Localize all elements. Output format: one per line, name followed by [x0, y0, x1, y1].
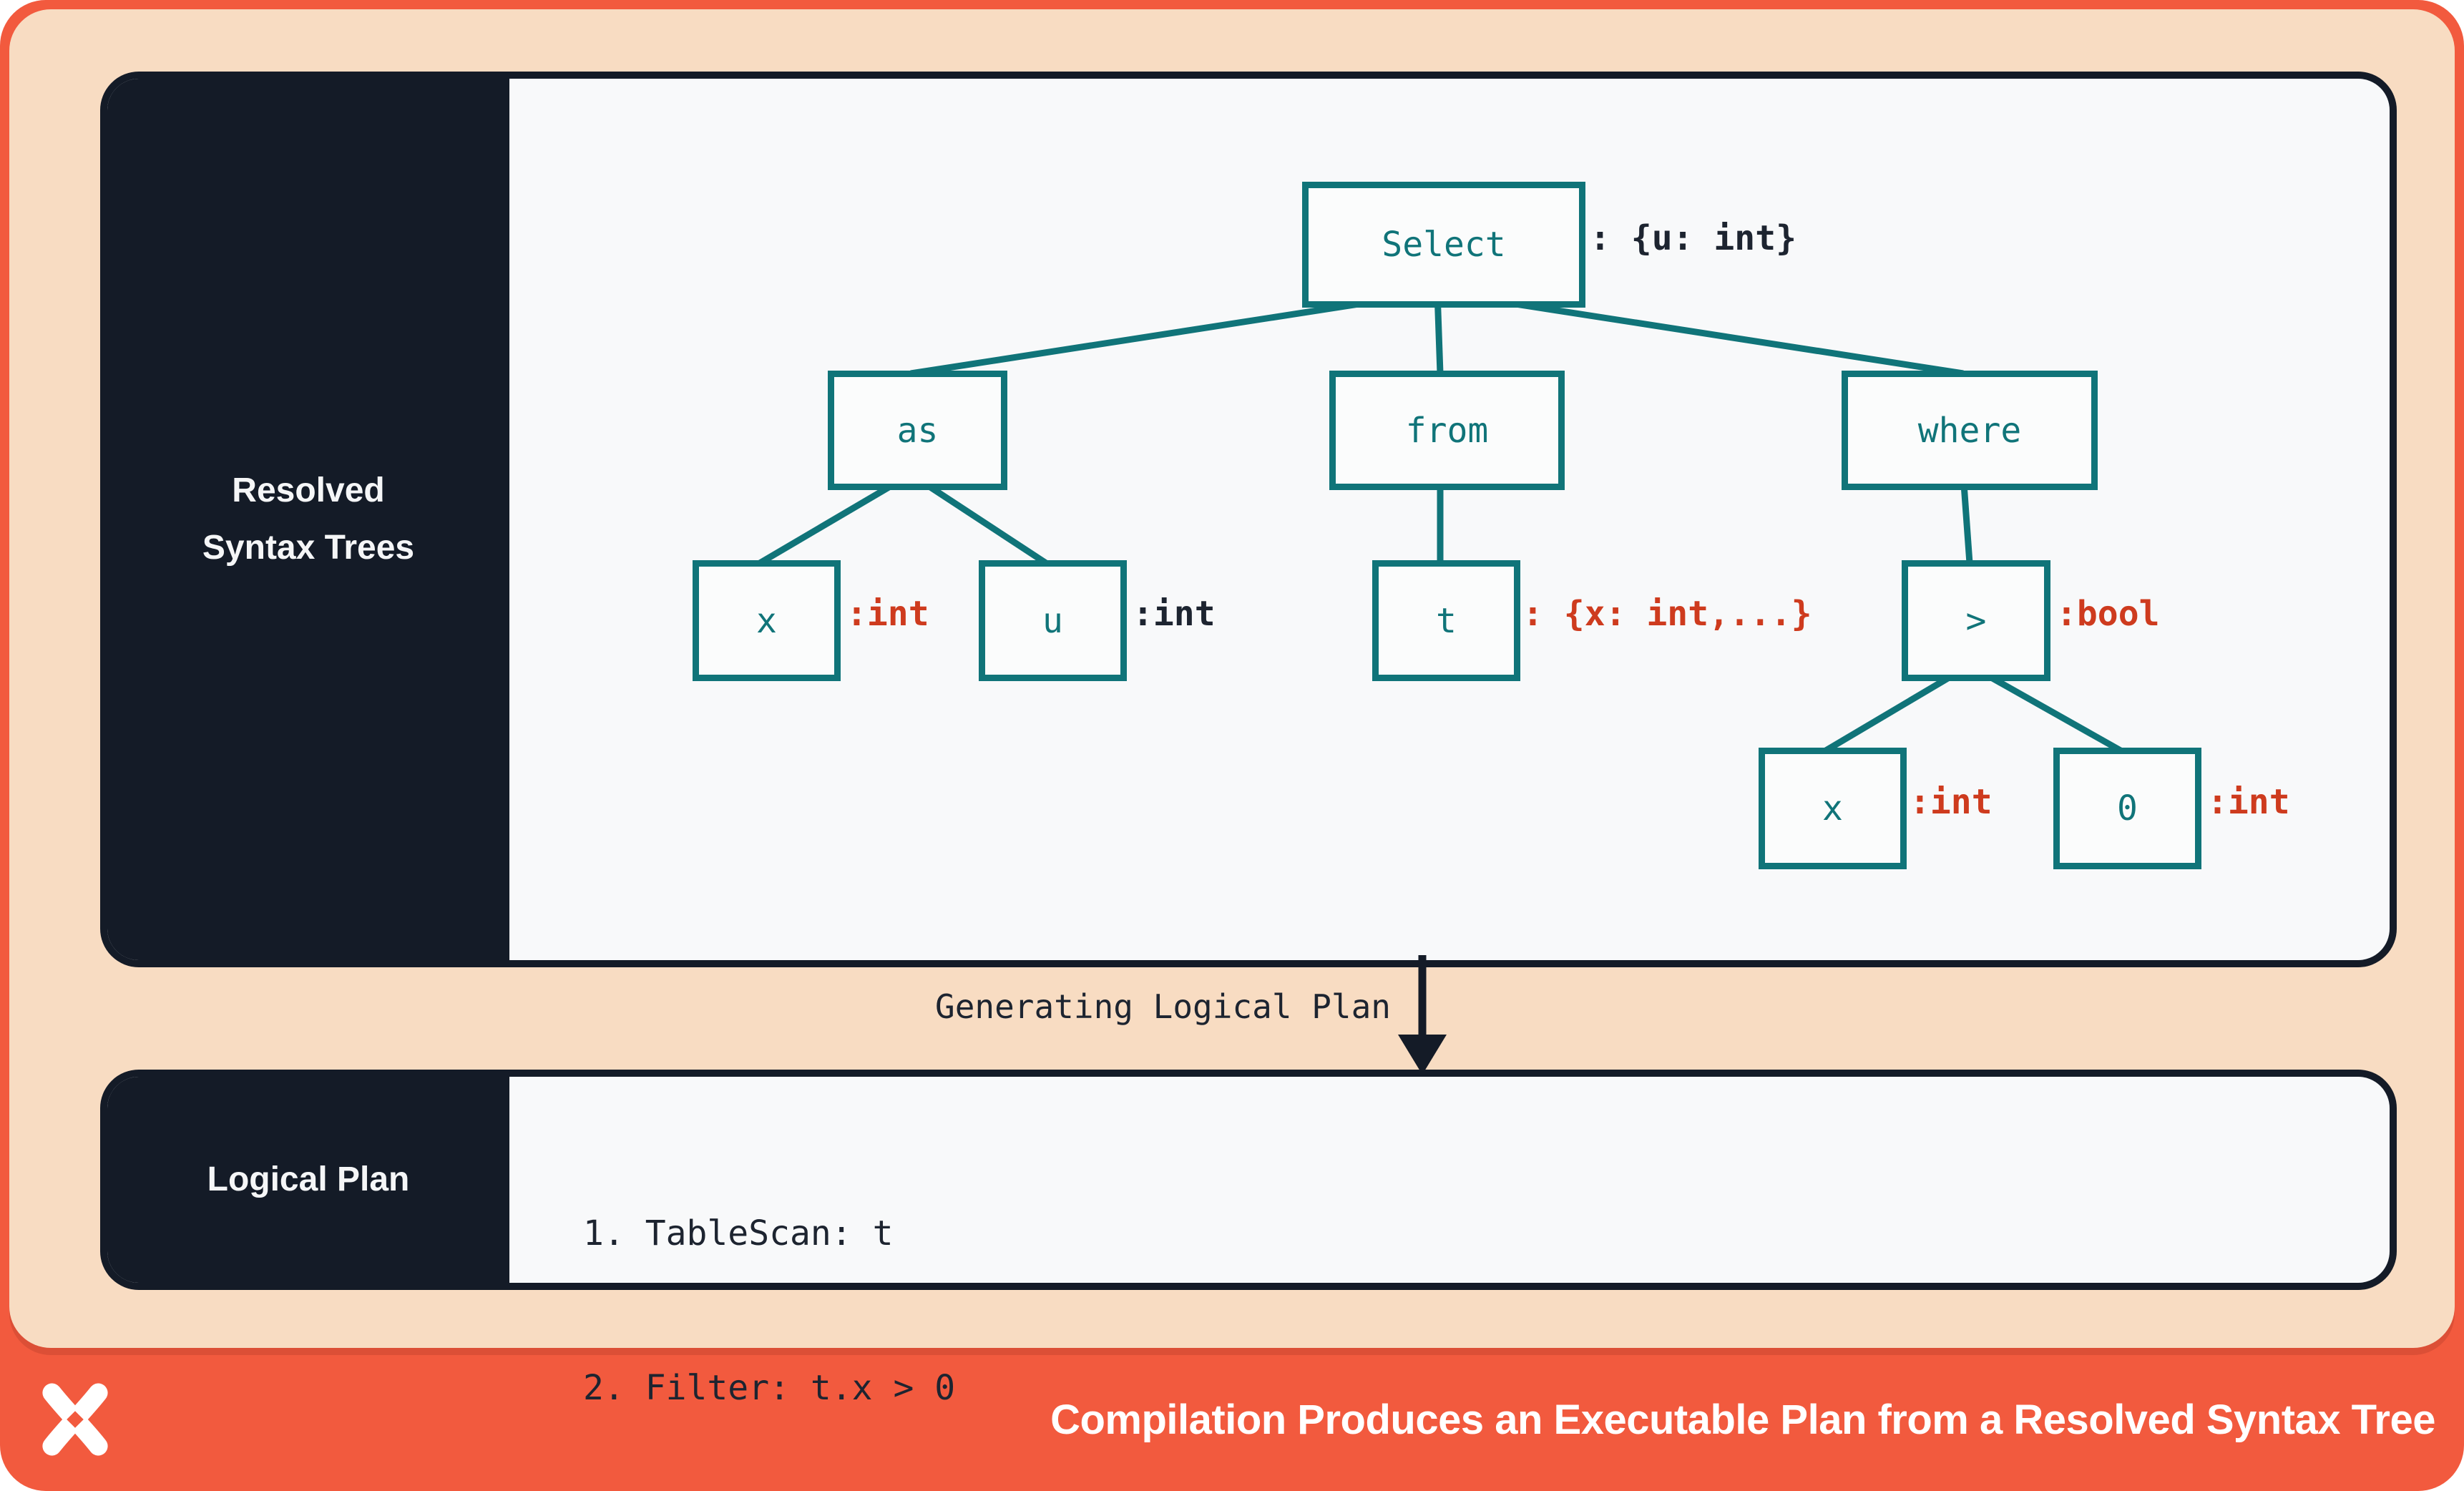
logical-plan-step: 2. Filter: t.x > 0: [583, 1368, 956, 1408]
tree-node-label: from: [1405, 410, 1489, 451]
type-annotation-x: :int: [846, 594, 929, 634]
tree-node-x2: x: [1759, 748, 1907, 869]
tree-node-label: x: [1822, 788, 1843, 828]
tree-node-zero: 0: [2053, 748, 2201, 869]
sidebar-label-line: Resolved: [232, 471, 385, 509]
logical-plan-sidebar: Logical Plan: [107, 1077, 509, 1283]
tree-node-label: where: [1917, 410, 2022, 451]
tree-node-select: Select: [1302, 182, 1585, 308]
type-annotation-greater-than: :bool: [2056, 594, 2160, 634]
type-annotation-x2: :int: [1910, 782, 1993, 822]
type-annotation-zero: :int: [2207, 782, 2290, 822]
tree-node-u: u: [979, 560, 1127, 681]
tree-node-as: as: [828, 371, 1007, 490]
resolved-syntax-trees-sidebar: Resolved Syntax Trees: [107, 79, 509, 960]
tree-node-label: t: [1436, 600, 1457, 641]
tree-node-t: t: [1372, 560, 1520, 681]
logical-plan-step: 1. TableScan: t: [583, 1213, 894, 1253]
sidebar-label-line: Logical Plan: [207, 1160, 410, 1198]
tree-node-label: 0: [2117, 788, 2138, 828]
tree-node-label: as: [896, 410, 939, 451]
logical-plan-steps: 1. TableScan: t 2. Filter: t.x > 0 3. Pr…: [583, 1105, 1059, 1491]
tree-node-x: x: [693, 560, 841, 681]
type-annotation-t: : {x: int,...}: [1522, 594, 1812, 634]
footer-bar: Compilation Produces an Executable Plan …: [0, 1348, 2464, 1491]
tree-node-from: from: [1329, 371, 1565, 490]
type-annotation-u: :int: [1133, 594, 1216, 634]
x-mark-logo-icon: [42, 1383, 108, 1456]
logical-plan-panel: Logical Plan: [100, 1070, 2397, 1290]
tree-node-label: >: [1965, 600, 1987, 641]
footer-title: Compilation Produces an Executable Plan …: [1050, 1396, 2435, 1443]
tree-node-label: u: [1042, 600, 1063, 641]
resolved-syntax-trees-panel: Resolved Syntax Trees: [100, 72, 2397, 967]
transition-label: Generating Logical Plan: [935, 987, 1391, 1026]
tree-node-label: x: [756, 600, 777, 641]
sidebar-label-line: Syntax Trees: [202, 529, 415, 567]
tree-node-greater-than: >: [1902, 560, 2050, 681]
type-annotation-select: : {u: int}: [1590, 218, 1796, 258]
tree-node-label: Select: [1382, 225, 1506, 265]
tree-node-where: where: [1842, 371, 2098, 490]
